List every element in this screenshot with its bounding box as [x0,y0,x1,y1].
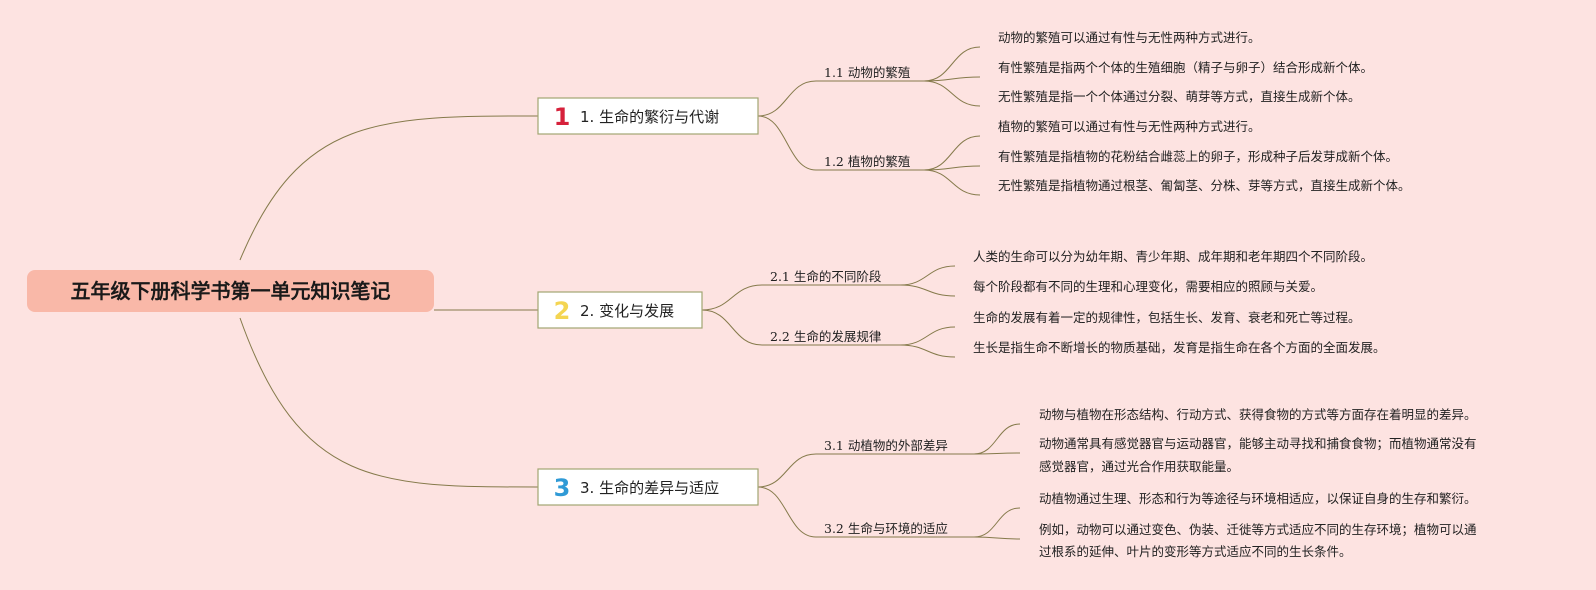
main-topic-box [537,97,759,135]
note-text[interactable]: 植物的繁殖可以通过有性与无性两种方式进行。 [998,119,1261,134]
root-connector [239,115,539,261]
note-text[interactable]: 生长是指生命不断增长的物质基础，发育是指生命在各个方面的全面发展。 [973,340,1386,355]
root-topic-box [27,270,434,312]
main-topic-label: 1. 生命的繁衍与代谢 [580,108,719,126]
note-connector [923,80,981,107]
branch-connector [701,309,763,346]
number-badge-icon: 3 [554,474,571,502]
subtopic-label[interactable]: 1.2 植物的繁殖 [824,154,910,169]
note-connector [973,452,1021,455]
note-connector [899,326,956,346]
main-topic-1[interactable]: 1 1. 生命的繁衍与代谢 [537,97,759,135]
note-connector [923,46,981,82]
note-connector [973,423,1021,455]
number-badge-icon: 2 [554,297,571,325]
branch-connector [701,284,763,311]
note-connector [923,169,981,196]
note-text[interactable]: 生命的发展有着一定的规律性，包括生长、发育、衰老和死亡等过程。 [973,310,1361,325]
note-text[interactable]: 动物通常具有感觉器官与运动器官，能够主动寻找和捕食食物；而植物通常没有感觉器官，… [1039,436,1477,474]
branch-connector [757,80,817,117]
number-badge-icon: 1 [554,103,571,131]
main-topic-box [537,291,703,329]
note-connector [899,284,956,297]
note-connector [973,507,1021,538]
main-topic-2[interactable]: 2 2. 变化与发展 [537,291,703,329]
root-connector [239,317,539,488]
subtopic-label[interactable]: 2.1 生命的不同阶段 [770,269,881,284]
subtopic-label[interactable]: 3.2 生命与环境的适应 [824,521,948,536]
note-text[interactable]: 动物与植物在形态结构、行动方式、获得食物的方式等方面存在着明显的差异。 [1039,407,1477,422]
branch-connector [757,453,817,488]
note-text[interactable]: 有性繁殖是指植物的花粉结合雌蕊上的卵子，形成种子后发芽成新个体。 [998,149,1398,164]
note-connector [899,265,956,286]
note-text[interactable]: 无性繁殖是指植物通过根茎、匍匐茎、分株、芽等方式，直接生成新个体。 [998,178,1411,193]
subtopic-label[interactable]: 1.1 动物的繁殖 [824,65,910,80]
branch-connector [757,115,817,171]
root-topic[interactable]: 五年级下册科学书第一单元知识笔记 [27,270,434,312]
note-connector [923,165,981,171]
note-text[interactable]: 无性繁殖是指一个个体通过分裂、萌芽等方式，直接生成新个体。 [998,89,1361,104]
note-text[interactable]: 人类的生命可以分为幼年期、青少年期、成年期和老年期四个不同阶段。 [973,249,1373,264]
main-topic-box [537,468,759,506]
subtopic-label[interactable]: 3.1 动植物的外部差异 [824,438,948,453]
note-connector [973,536,1021,540]
main-topic-3[interactable]: 3 3. 生命的差异与适应 [537,468,759,506]
main-topic-label: 3. 生命的差异与适应 [580,479,719,497]
note-text[interactable]: 每个阶段都有不同的生理和心理变化，需要相应的照顾与关爱。 [973,279,1323,294]
main-topic-label: 2. 变化与发展 [580,302,674,320]
note-connector [923,135,981,171]
note-text[interactable]: 例如，动物可以通过变色、伪装、迁徙等方式适应不同的生存环境；植物可以通过根系的延… [1039,522,1477,559]
root-topic-label: 五年级下册科学书第一单元知识笔记 [71,279,391,303]
note-text[interactable]: 动物的繁殖可以通过有性与无性两种方式进行。 [998,30,1261,45]
note-connector [923,76,981,82]
branch-connector [757,486,817,538]
note-text[interactable]: 有性繁殖是指两个个体的生殖细胞（精子与卵子）结合形成新个体。 [998,60,1373,75]
note-text[interactable]: 动植物通过生理、形态和行为等途径与环境相适应，以保证自身的生存和繁衍。 [1039,491,1477,506]
subtopic-label[interactable]: 2.2 生命的发展规律 [770,329,881,344]
note-connector [899,344,956,358]
